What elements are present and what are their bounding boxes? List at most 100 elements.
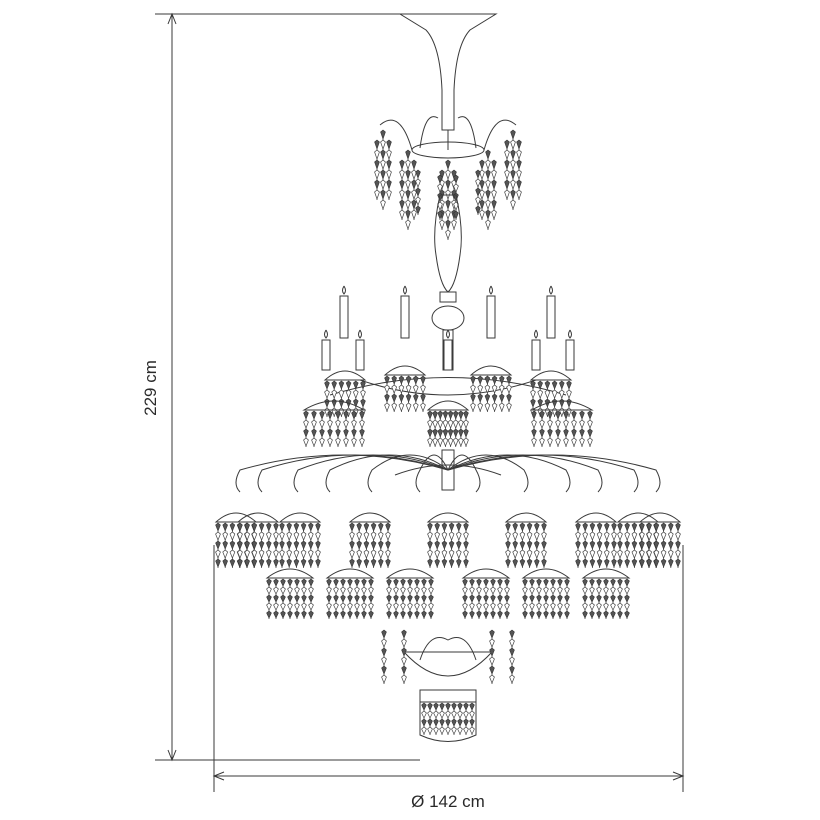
canopy (398, 13, 498, 131)
crystal-drop (611, 522, 617, 532)
crystal-drop (522, 586, 528, 595)
crystal-drop (258, 522, 265, 532)
crystal-drop (335, 410, 341, 420)
crystal-drop (405, 199, 411, 211)
crystal-drop (327, 419, 333, 429)
crystal-drop (463, 522, 469, 532)
crystal-drop (475, 169, 481, 179)
crystal-drop (596, 558, 603, 568)
crystal-drop (427, 549, 433, 559)
crystal-drop (470, 384, 476, 394)
crystal-drop (541, 549, 547, 559)
candle-cup (383, 365, 427, 376)
crystal-drop (611, 540, 617, 550)
crystal-drop (653, 540, 660, 550)
crystal-drop (294, 594, 300, 603)
crystal-drop (434, 558, 440, 568)
candle (443, 339, 453, 371)
crystal-drop (293, 558, 300, 568)
crystal-drop (356, 540, 362, 550)
crystal-drop (624, 540, 630, 550)
crystal-drop (519, 549, 526, 559)
crystal-drop (380, 159, 386, 171)
crystal-drop (420, 375, 426, 385)
crystal-drop (484, 375, 491, 385)
crystal-drop (385, 540, 391, 550)
crystal-drop (485, 199, 491, 211)
crystal-drop (391, 375, 397, 385)
crystal-drop (401, 674, 407, 684)
crystal-drop (360, 380, 366, 390)
crystal-drop (617, 586, 623, 595)
crystal-drop (433, 702, 439, 711)
crystal-drop (405, 393, 412, 403)
candle (531, 339, 541, 371)
lower-arm (447, 454, 661, 493)
crystal-drop (303, 419, 309, 429)
crystal-drop (393, 602, 399, 611)
crystal-drop (229, 558, 236, 568)
crystal-drop (442, 410, 449, 420)
lower-arm (447, 454, 481, 493)
crystal-drop (566, 398, 572, 408)
crystal-drop (303, 437, 309, 447)
crystal-drop (504, 578, 510, 587)
crystal-drop (516, 159, 522, 170)
crystal-drop (411, 159, 417, 170)
bottom-bowl (402, 637, 494, 742)
crystal-drop (331, 398, 337, 408)
crystal-drop (596, 540, 603, 550)
crystal-drop (477, 402, 484, 412)
crystal-drop (354, 586, 360, 595)
crystal-drop (445, 726, 451, 735)
crystal-drop (510, 169, 516, 180)
crystal-drop (559, 398, 565, 408)
crystal-drop (489, 674, 495, 684)
crystal-drop (491, 393, 498, 403)
crystal-drop (543, 602, 549, 611)
crystal-drop (536, 594, 542, 603)
crystal-drop (286, 549, 293, 559)
crystal-drop (675, 558, 681, 568)
crystal-drop (301, 602, 307, 611)
crystal-drop (374, 169, 380, 181)
crystal-drop (489, 665, 495, 675)
crystal-drop (566, 380, 572, 390)
crystal-drop (448, 540, 455, 550)
crystal-drop (407, 578, 413, 587)
crystal-drop (452, 419, 459, 429)
crystal-drop (510, 189, 516, 200)
candle-cup (574, 512, 618, 523)
candle-cup (426, 512, 470, 523)
crystal-drop (624, 578, 630, 587)
crystal-drop (378, 522, 384, 532)
crystal-drop (360, 389, 366, 399)
crystal-drop (279, 549, 285, 559)
crystal-drop (504, 594, 510, 603)
crystal-drop (589, 602, 595, 611)
crystal-drop (407, 602, 413, 611)
crystal-drop (452, 410, 459, 420)
crystal-drop (537, 398, 543, 408)
crystal-drop (526, 540, 533, 550)
candle-cup (325, 568, 375, 579)
candle (400, 295, 410, 339)
crystal-drop (265, 549, 272, 559)
crystal-drop (401, 629, 407, 639)
bottom-crystal-drops (381, 629, 515, 735)
crystal-drop (512, 522, 518, 532)
crystal-drop (400, 602, 406, 611)
candle-cup (426, 400, 470, 411)
candle (339, 295, 349, 339)
crystal-drop (222, 540, 228, 550)
crystal-drop (491, 199, 497, 210)
crystal-drop (326, 594, 332, 603)
crystal-drop (557, 586, 563, 595)
crystal-drop (639, 522, 645, 532)
crystal-drop (428, 578, 434, 587)
crystal-drop (575, 531, 581, 541)
crystal-drop (273, 540, 279, 550)
crystal-drop (324, 380, 330, 390)
crystal-drop (434, 522, 440, 532)
